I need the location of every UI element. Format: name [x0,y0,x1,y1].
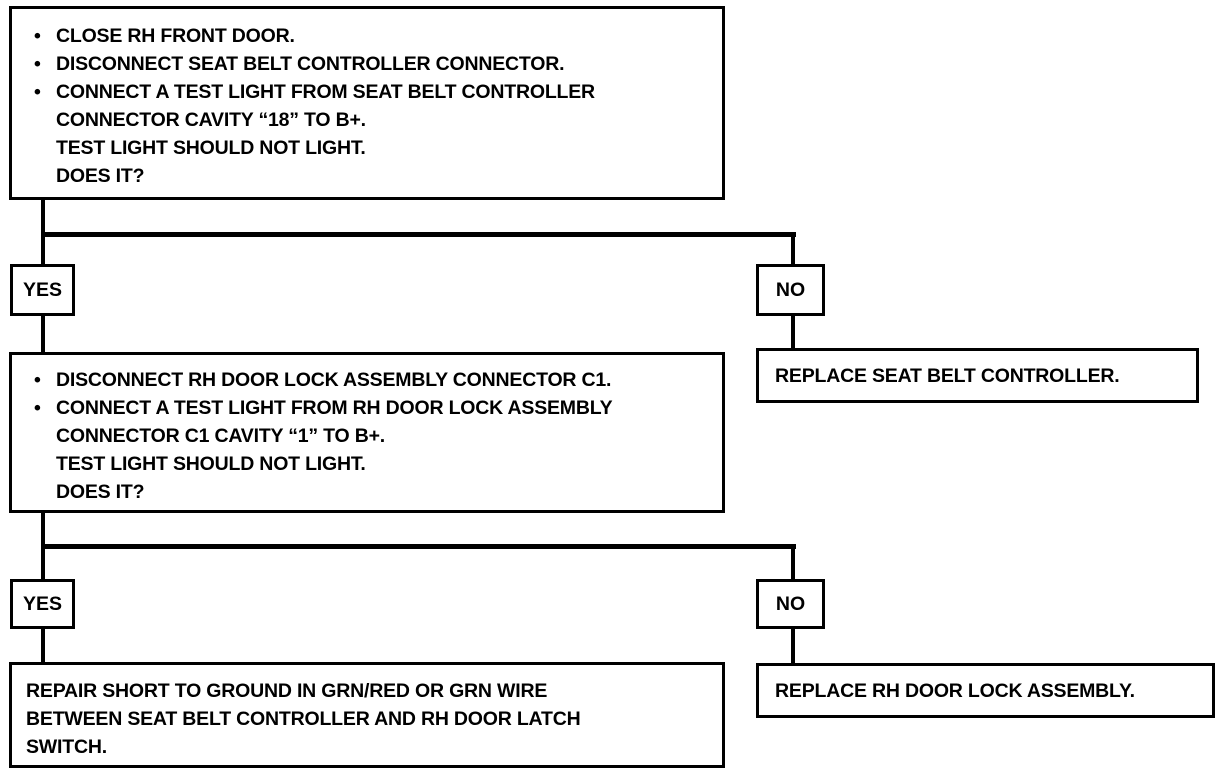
result-repair-line-2: BETWEEN SEAT BELT CONTROLLER AND RH DOOR… [26,708,581,730]
step1-bullet-3-continued: CONNECTOR CAVITY “18” TO B+. [56,109,366,131]
branch1-yes-label: YES [10,264,75,316]
branch1-no-label: NO [756,264,825,316]
connector-no1-to-result [791,314,795,350]
result-replace-rh-door-lock-assembly: REPLACE RH DOOR LOCK ASSEMBLY. [756,663,1215,718]
branch2-no-label: NO [756,579,825,629]
step1-expectation: TEST LIGHT SHOULD NOT LIGHT. [56,137,366,159]
step1-bullet-2: DISCONNECT SEAT BELT CONTROLLER CONNECTO… [26,50,714,78]
connector-no2-to-result [791,627,795,665]
step2-bullet-list: DISCONNECT RH DOOR LOCK ASSEMBLY CONNECT… [26,366,714,422]
result-replace-seat-belt-controller: REPLACE SEAT BELT CONTROLLER. [756,348,1199,403]
connector-yes1-to-step2 [41,314,45,354]
result-repair-short-to-ground: REPAIR SHORT TO GROUND IN GRN/RED OR GRN… [9,662,725,768]
result-replace-rh-door-lock-assembly-text: REPLACE RH DOOR LOCK ASSEMBLY. [775,680,1135,702]
branch1-horizontal [41,232,796,237]
step1-bullet-3: CONNECT A TEST LIGHT FROM SEAT BELT CONT… [26,78,714,106]
step2-question: DOES IT? [56,481,145,503]
result-repair-line-1: REPAIR SHORT TO GROUND IN GRN/RED OR GRN… [26,680,548,702]
branch2-yes-label: YES [10,579,75,629]
step2-bullet-2: CONNECT A TEST LIGHT FROM RH DOOR LOCK A… [26,394,714,422]
step2-bullet-2-continued: CONNECTOR C1 CAVITY “1” TO B+. [56,425,385,447]
step1-bullet-list: CLOSE RH FRONT DOOR. DISCONNECT SEAT BEL… [26,22,714,106]
step1-box: CLOSE RH FRONT DOOR. DISCONNECT SEAT BEL… [9,6,725,200]
result-replace-seat-belt-controller-text: REPLACE SEAT BELT CONTROLLER. [775,365,1120,387]
branch2-horizontal [41,544,796,549]
step2-box: DISCONNECT RH DOOR LOCK ASSEMBLY CONNECT… [9,352,725,513]
step1-bullet-1: CLOSE RH FRONT DOOR. [26,22,714,50]
result-repair-line-3: SWITCH. [26,736,107,758]
step2-expectation: TEST LIGHT SHOULD NOT LIGHT. [56,453,366,475]
connector-no1-down [791,232,795,266]
step2-bullet-1: DISCONNECT RH DOOR LOCK ASSEMBLY CONNECT… [26,366,714,394]
step1-question: DOES IT? [56,165,145,187]
connector-yes2-to-result [41,627,45,664]
connector-no2-down [791,544,795,581]
